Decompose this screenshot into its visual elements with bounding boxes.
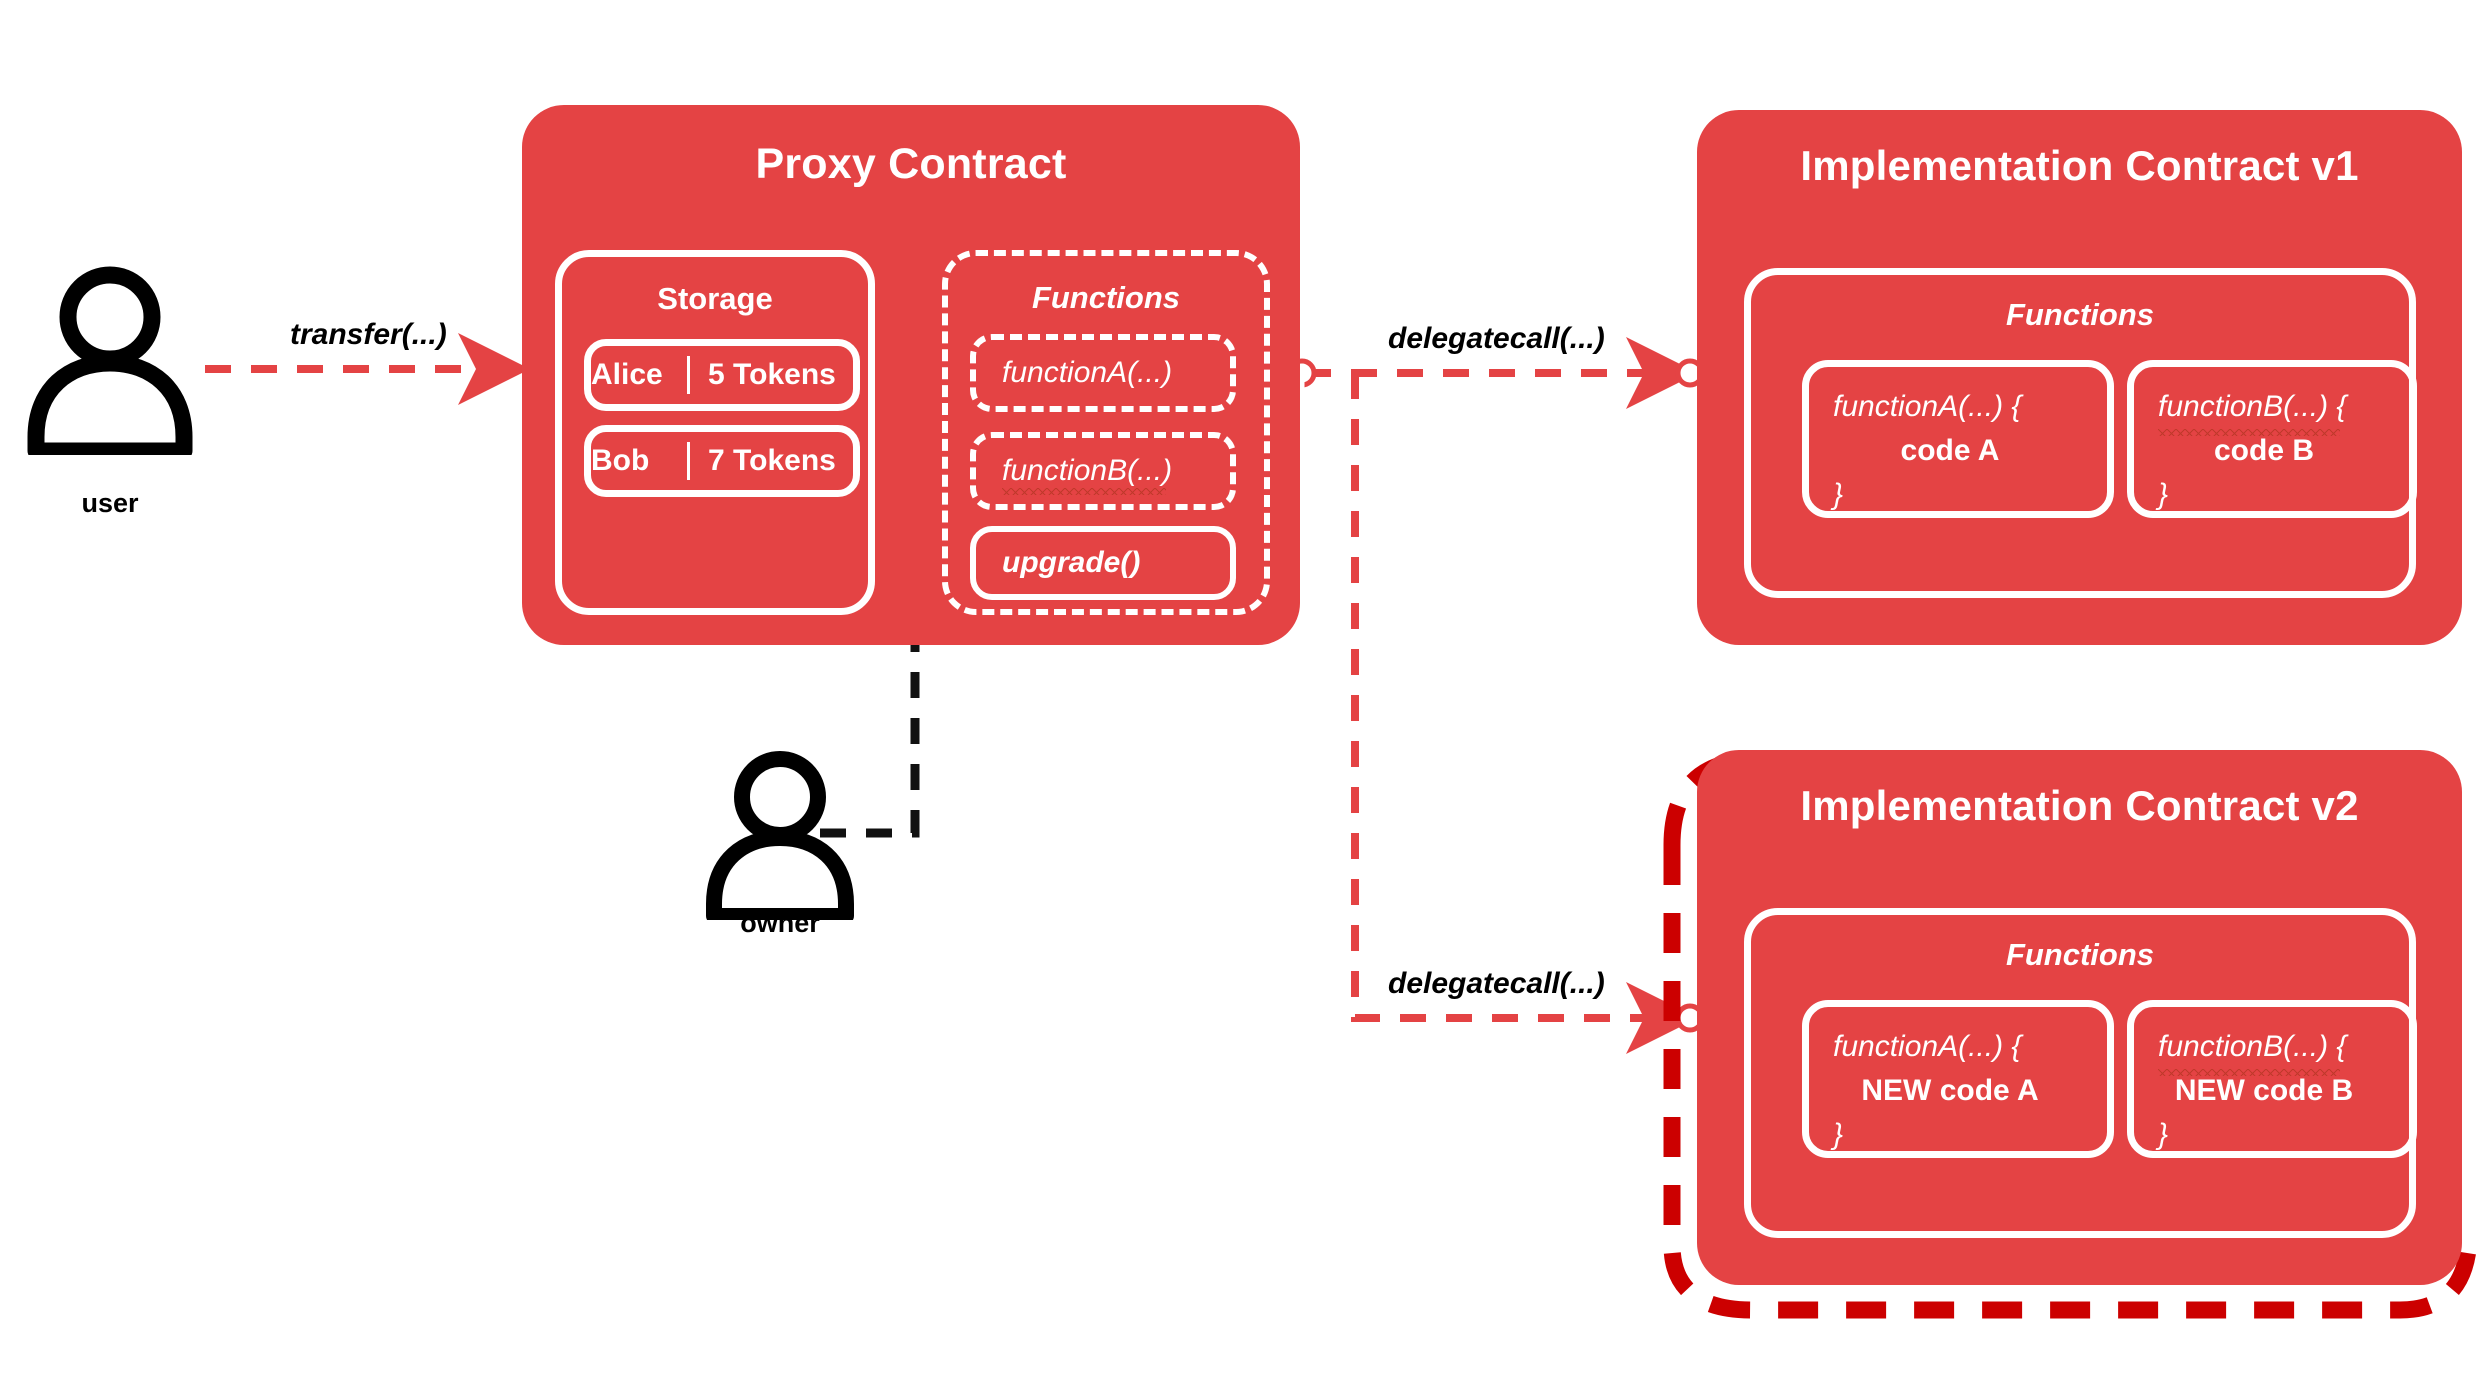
v1-function-a-body: code A bbox=[1900, 434, 2000, 467]
storage-entry-alice-name: Alice bbox=[591, 358, 663, 391]
proxy-function-a-label: functionA(...) bbox=[1002, 356, 1173, 389]
v1-function-b-body: code B bbox=[2213, 434, 2315, 467]
v1-code-function-a[interactable]: functionA(...) { code A } bbox=[1802, 360, 2114, 518]
v1-function-a-close: } bbox=[1833, 478, 1844, 511]
v2-function-a-signature: functionA(...) { bbox=[1833, 1030, 2022, 1063]
v1-function-b-close: } bbox=[2158, 478, 2169, 511]
v2-function-a-body: NEW code A bbox=[1861, 1074, 2039, 1107]
implementation-v1-functions-label: Functions bbox=[2005, 297, 2155, 332]
v2-code-function-a[interactable]: functionA(...) { NEW code A } bbox=[1802, 1000, 2114, 1158]
proxy-storage-panel[interactable]: Storage Alice 5 Tokens Bob 7 Tokens bbox=[555, 250, 875, 615]
v2-function-b-close: } bbox=[2158, 1118, 2169, 1151]
proxy-functions-panel[interactable]: Functions functionA(...) functionB(...) … bbox=[942, 250, 1270, 615]
storage-entry-bob-value: 7 Tokens bbox=[708, 444, 836, 477]
proxy-function-b[interactable]: functionB(...) bbox=[970, 432, 1236, 510]
edge-label-transfer: transfer(...) bbox=[290, 318, 447, 351]
storage-divider bbox=[687, 356, 690, 394]
v2-code-function-b[interactable]: functionB(...) { NEW code B } bbox=[2127, 1000, 2417, 1158]
user-person-icon bbox=[20, 265, 200, 460]
owner-label: owner bbox=[740, 908, 820, 938]
v1-function-b-signature: functionB(...) { bbox=[2158, 385, 2346, 436]
storage-entry-bob[interactable]: Bob 7 Tokens bbox=[584, 425, 860, 497]
edge-label-delegatecall-v1: delegatecall(...) bbox=[1388, 322, 1605, 355]
v2-function-b-body: NEW code B bbox=[2174, 1074, 2354, 1107]
implementation-v1-title: Implementation Contract v1 bbox=[1800, 142, 2359, 189]
implementation-v2-card[interactable]: Implementation Contract v2 Functions fun… bbox=[1697, 750, 2462, 1285]
storage-entry-alice[interactable]: Alice 5 Tokens bbox=[584, 339, 860, 411]
v2-function-b-signature: functionB(...) { bbox=[2158, 1025, 2346, 1076]
proxy-function-a[interactable]: functionA(...) bbox=[970, 334, 1236, 412]
edge-proxy-to-v2 bbox=[1351, 373, 1705, 1054]
proxy-contract-title: Proxy Contract bbox=[755, 140, 1067, 188]
proxy-contract-card[interactable]: Proxy Contract Storage Alice 5 Tokens Bo… bbox=[522, 105, 1300, 645]
implementation-v2-title: Implementation Contract v2 bbox=[1800, 782, 2359, 829]
proxy-functions-label: Functions bbox=[1031, 280, 1181, 315]
edge-proxy-to-v1 bbox=[1287, 337, 1705, 409]
proxy-function-upgrade[interactable]: upgrade() bbox=[970, 526, 1236, 600]
v1-function-a-signature: functionA(...) { bbox=[1833, 390, 2022, 423]
edge-label-delegatecall-v2: delegatecall(...) bbox=[1388, 967, 1605, 1000]
proxy-storage-label: Storage bbox=[657, 281, 773, 316]
owner-person-icon bbox=[700, 750, 860, 924]
user-label: user bbox=[81, 488, 139, 518]
storage-divider bbox=[687, 442, 690, 480]
proxy-function-b-label: functionB(...) bbox=[1002, 454, 1173, 495]
implementation-v1-card[interactable]: Implementation Contract v1 Functions fun… bbox=[1697, 110, 2462, 645]
storage-entry-alice-value: 5 Tokens bbox=[708, 358, 836, 391]
v1-code-function-b[interactable]: functionB(...) { code B } bbox=[2127, 360, 2417, 518]
storage-entry-bob-name: Bob bbox=[591, 444, 650, 477]
v2-function-a-close: } bbox=[1833, 1118, 1844, 1151]
implementation-v2-functions-label: Functions bbox=[2005, 937, 2155, 972]
proxy-function-upgrade-label: upgrade() bbox=[1002, 546, 1141, 579]
